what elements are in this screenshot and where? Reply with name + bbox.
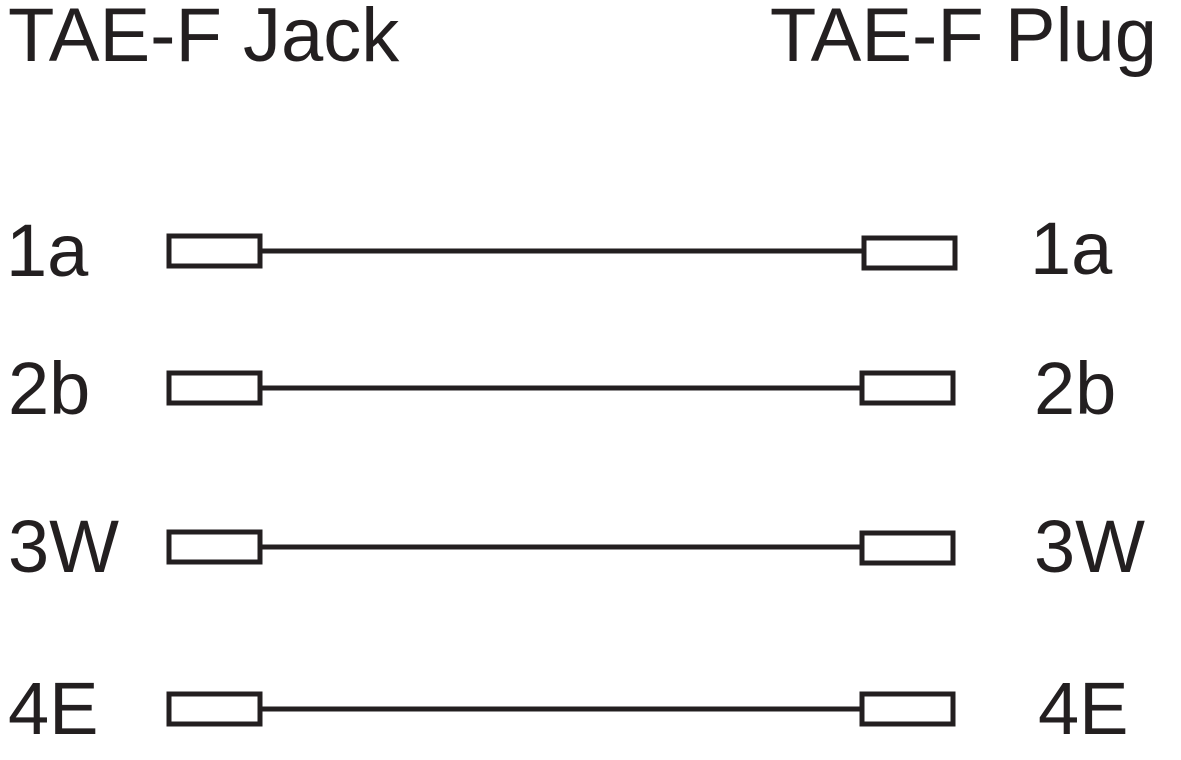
- jack-contact-2: [166, 370, 263, 406]
- plug-contact-3: [859, 530, 956, 566]
- jack-title: TAE-F Jack: [8, 0, 400, 78]
- wire-row-3: [166, 529, 956, 566]
- plug-pin-label-4: 4E: [1038, 667, 1129, 750]
- plug-pin-label-3: 3W: [1034, 505, 1145, 588]
- plug-pin-label-1: 1a: [1030, 207, 1113, 290]
- jack-contact-1: [166, 233, 263, 269]
- jack-pin-label-1: 1a: [6, 209, 89, 292]
- jack-pin-label-2: 2b: [8, 347, 91, 430]
- plug-contact-1: [861, 235, 958, 271]
- jack-contact-3: [166, 529, 263, 565]
- jack-pin-label-4: 4E: [8, 667, 99, 750]
- wire-row-1: [166, 233, 958, 271]
- jack-pin-label-3: 3W: [8, 505, 119, 588]
- plug-title: TAE-F Plug: [769, 0, 1157, 78]
- wire-row-4: [166, 691, 956, 727]
- jack-contact-4: [166, 691, 263, 727]
- plug-contact-4: [859, 691, 956, 727]
- plug-contact-2: [859, 370, 956, 406]
- wire-row-2: [166, 370, 956, 406]
- plug-pin-label-2: 2b: [1034, 347, 1117, 430]
